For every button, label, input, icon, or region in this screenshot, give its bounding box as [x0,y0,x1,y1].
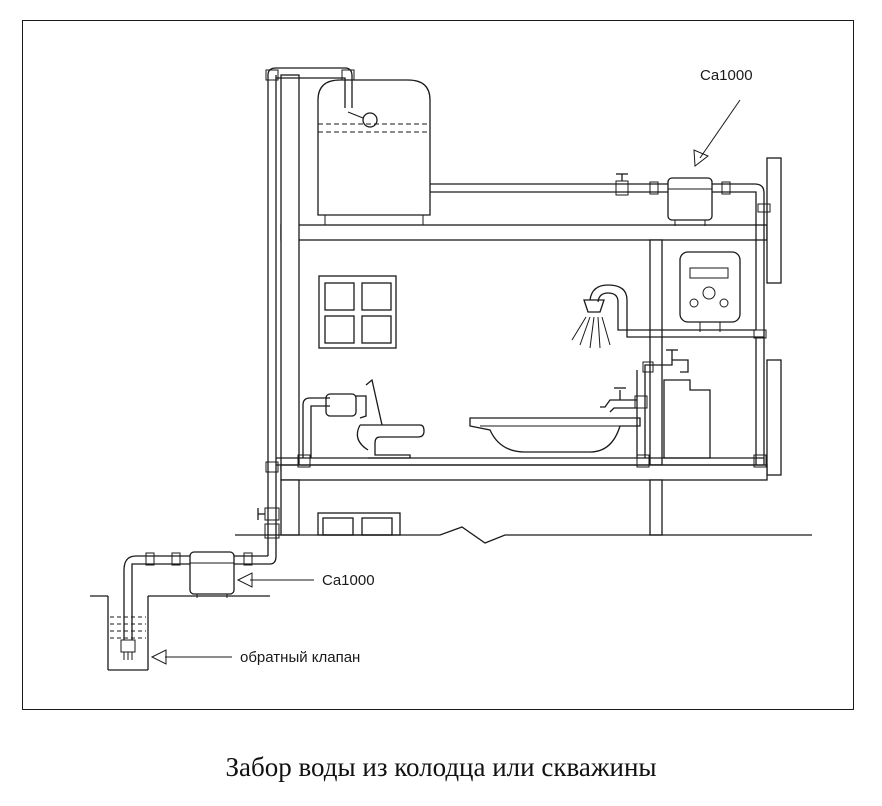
water-heater [679,251,741,332]
check-valve-label: обратный клапан [240,649,360,666]
upper-outlet-pipe [430,173,771,330]
suction-pipe [120,552,190,660]
riser-pipe [265,67,355,510]
toilet [302,378,425,459]
top-ca1000-device [667,177,713,226]
bathtub [469,417,641,453]
bottom-ca1000-device [189,551,235,598]
basement-window [317,512,401,536]
check-valve-arrow [150,649,232,665]
room-window [318,275,397,349]
storage-tank [317,79,431,225]
hot-water-pipes [571,284,767,465]
bottom-device-arrow [236,572,314,588]
well [90,595,270,671]
bath-tap [600,370,648,458]
floor-pipe [276,454,767,468]
bottom-device-label: Ca1000 [322,572,375,589]
sink-tap [642,349,711,459]
diagram-frame [22,20,854,710]
pump-outlet-pipe [234,507,280,566]
top-device-label: Ca1000 [700,67,753,84]
house-walls [235,74,812,544]
diagram-caption: Забор воды из колодца или скважины [225,752,657,782]
top-device-arrow [693,99,741,167]
